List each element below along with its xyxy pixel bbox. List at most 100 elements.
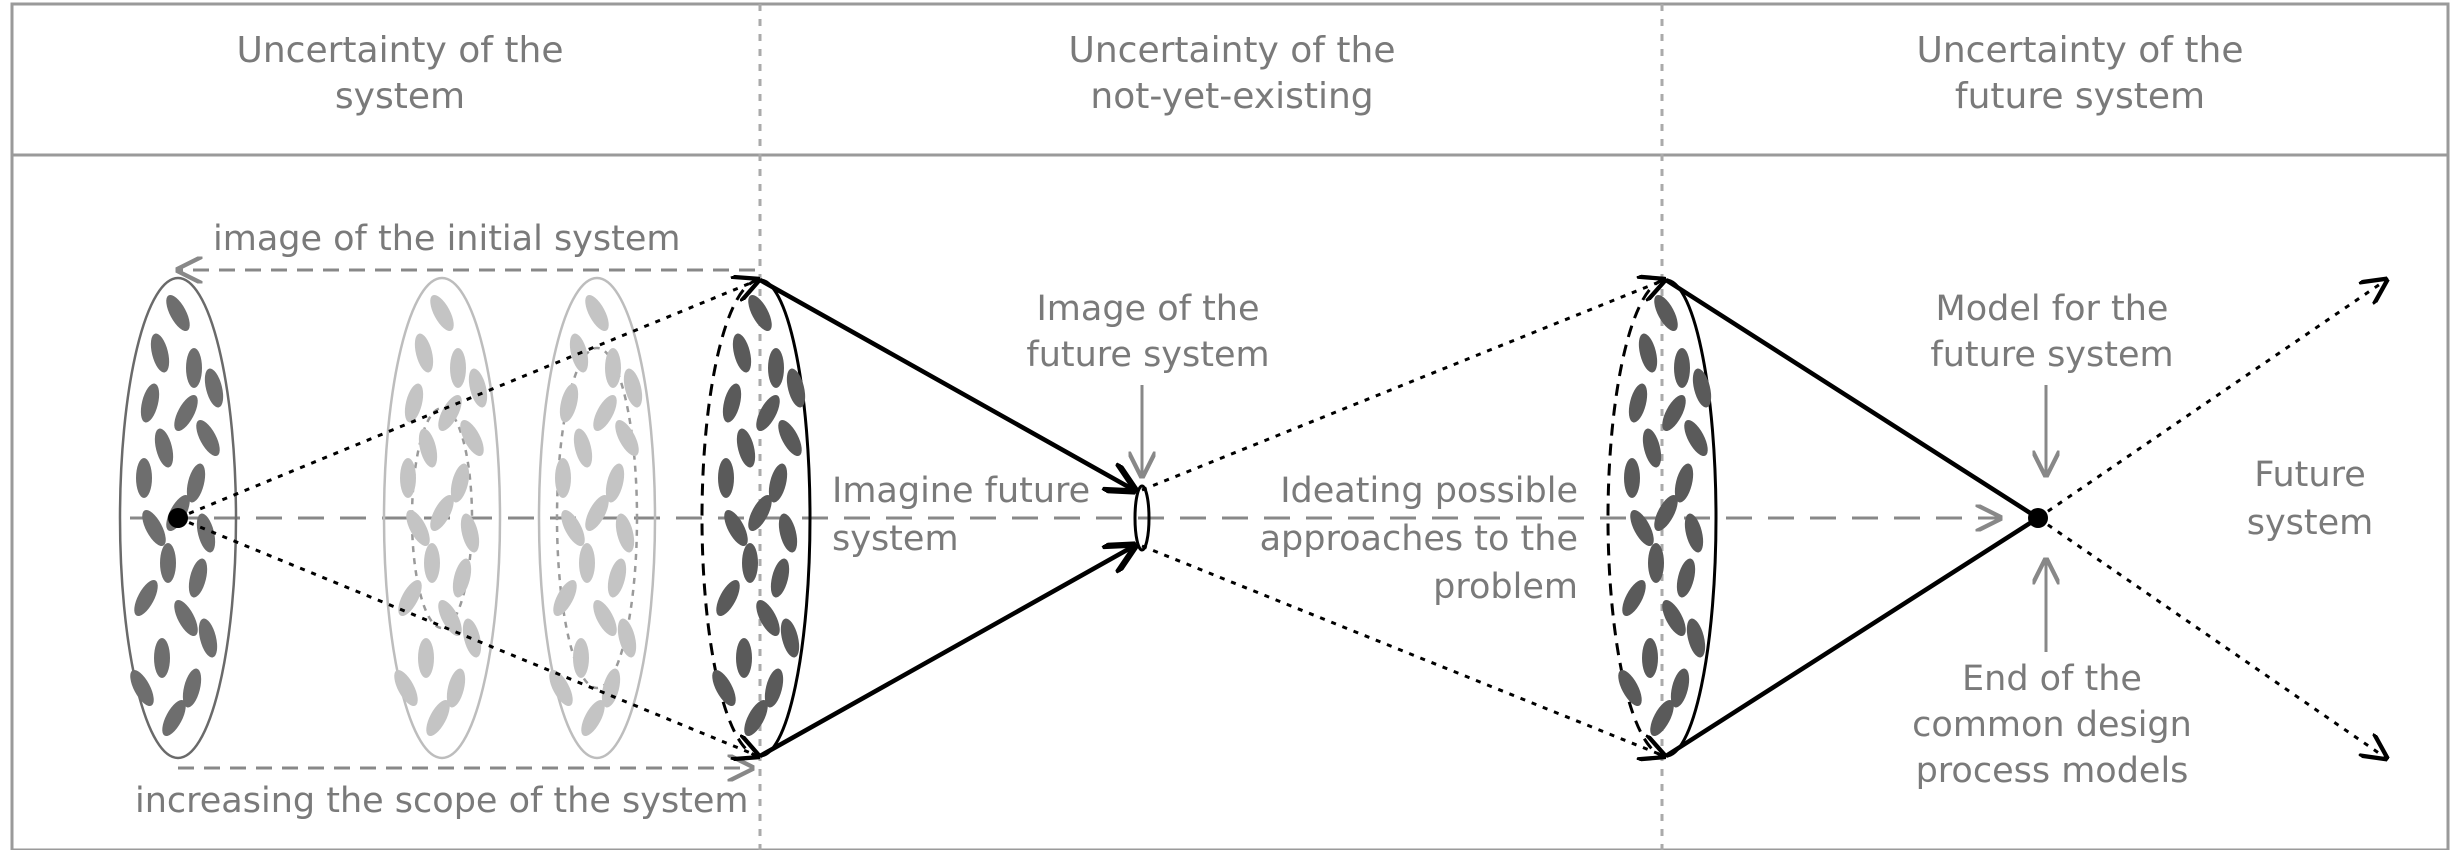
cluster-blob — [1638, 333, 1658, 373]
cluster-blob — [430, 494, 454, 532]
cluster-blob — [1684, 419, 1708, 457]
cluster-blob — [196, 419, 220, 457]
cluster-blob — [450, 463, 470, 503]
cluster-blob — [1654, 494, 1678, 532]
cluster-blob — [450, 348, 466, 388]
cluster-blob — [134, 579, 158, 617]
cluster-blob — [605, 348, 621, 388]
cluster-blob — [559, 383, 579, 423]
cluster-blob — [712, 669, 736, 707]
cluster-blob — [778, 419, 802, 457]
dotted-ray-top-2 — [1141, 280, 1664, 492]
future-system-label-1: Future — [2254, 455, 2365, 495]
cluster-blob — [460, 513, 480, 553]
cluster-blob — [174, 394, 198, 432]
cluster-blob — [154, 638, 170, 678]
outer-frame — [10, 2, 2450, 850]
cluster-blob — [744, 699, 768, 737]
ideation-disc — [1606, 278, 1718, 758]
initial-image-label: image of the initial system — [213, 219, 680, 259]
cluster-blob — [196, 513, 216, 553]
cluster-blob — [1642, 638, 1658, 678]
image-future-label-1: Image of the — [1036, 289, 1259, 329]
cluster-blob — [605, 463, 625, 503]
cluster-blob — [424, 543, 440, 583]
cluster-blob — [438, 599, 462, 637]
cluster-blob — [186, 463, 206, 503]
cluster-blob — [394, 669, 418, 707]
cluster-blob — [601, 668, 621, 708]
initial-system-point — [168, 508, 188, 528]
cluster-blob — [756, 394, 780, 432]
scope-disc-3 — [537, 276, 657, 760]
model-line-top — [1664, 278, 2040, 520]
cluster-blob — [1642, 428, 1662, 468]
initial-system-disc — [118, 276, 238, 760]
cluster-blob — [1662, 599, 1686, 637]
cluster-blob — [1654, 294, 1678, 332]
cluster-blob — [593, 599, 617, 637]
cluster-blob — [736, 638, 752, 678]
cluster-blob — [716, 579, 740, 617]
cluster-blob — [398, 579, 422, 617]
cluster-blob — [1618, 669, 1642, 707]
cluster-blob — [768, 463, 788, 503]
cluster-blob — [553, 579, 577, 617]
cluster-blob — [162, 699, 186, 737]
cluster-blob — [756, 599, 780, 637]
cluster-blob — [186, 348, 202, 388]
cluster-blob — [561, 509, 585, 547]
cluster-blob — [780, 618, 800, 658]
cluster-blob — [579, 543, 595, 583]
cluster-blob — [182, 668, 202, 708]
cluster-blob — [130, 669, 154, 707]
cluster-blob — [617, 618, 637, 658]
cluster-blob — [748, 494, 772, 532]
imagine-label-1: Imagine future — [832, 471, 1090, 511]
cluster-blob — [204, 368, 224, 408]
column-header-3-line2: future system — [1955, 76, 2205, 117]
cluster-blob — [446, 668, 466, 708]
cluster-blob — [1674, 348, 1690, 388]
end-label-3: process models — [1916, 751, 2189, 791]
cluster-blob — [1674, 463, 1694, 503]
cluster-blob — [555, 458, 571, 498]
dotted-ray-top-1 — [177, 280, 758, 520]
cluster-blob — [1650, 699, 1674, 737]
cluster-blob — [623, 368, 643, 408]
cluster-blob — [160, 543, 176, 583]
cluster-blob — [1628, 383, 1648, 423]
cluster-blob — [748, 294, 772, 332]
cluster-blob — [573, 638, 589, 678]
cluster-blob — [1684, 513, 1704, 553]
cluster-blob — [1622, 579, 1646, 617]
cluster-blob — [166, 294, 190, 332]
cluster-blob — [136, 458, 152, 498]
cluster-blob — [1686, 618, 1706, 658]
ideating-label-3: problem — [1433, 567, 1578, 607]
cluster-blob — [1676, 558, 1696, 598]
future-image-ellipse — [1133, 484, 1151, 552]
ideating-label-1: Ideating possible — [1280, 471, 1578, 511]
cluster-blob — [150, 333, 170, 373]
cluster-blob — [198, 618, 218, 658]
future-ray-bottom — [2037, 516, 2386, 758]
cluster-blob — [154, 428, 174, 468]
cluster-blob — [607, 558, 627, 598]
expanded-system-disc — [700, 278, 812, 758]
cluster-blob — [140, 383, 160, 423]
cluster-blob — [188, 558, 208, 598]
cluster-blob — [585, 294, 609, 332]
cluster-blob — [770, 558, 790, 598]
model-label-2: future system — [1930, 335, 2173, 375]
cluster-blob — [1662, 394, 1686, 432]
dotted-ray-bottom-1 — [177, 516, 758, 756]
future-system-label-2: system — [2247, 503, 2374, 543]
converge-line-bottom — [758, 546, 1134, 758]
cluster-blob — [736, 428, 756, 468]
cluster-blob — [174, 599, 198, 637]
cluster-blob — [615, 419, 639, 457]
cluster-blob — [1648, 543, 1664, 583]
cluster-blob — [418, 428, 438, 468]
